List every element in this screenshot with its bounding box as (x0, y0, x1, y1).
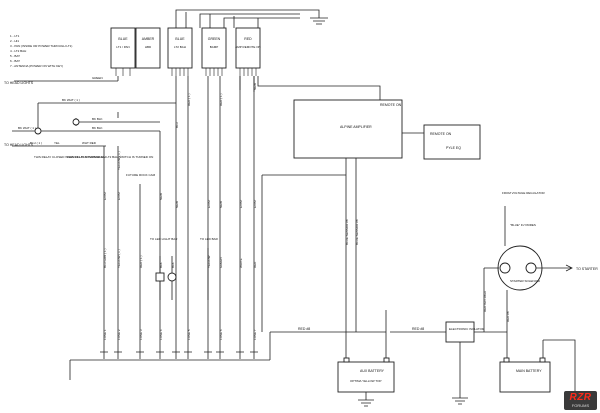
future-label: FUTURE ROCK CAM (126, 173, 156, 177)
wire-label: BK WHT ( 1 ) (62, 98, 80, 102)
legend: 1 - LT1 2 - HI1 3 - PAN (INSIDE OR POWER… (10, 34, 72, 68)
fuse-label: FUSE 2 (117, 329, 121, 340)
switch-label: LT1 / PAN (116, 45, 129, 49)
amplifier: REMOTE ON ALPINE AMPLIFIER REMOTE ON PYL… (239, 76, 481, 332)
amp-remote-label: REMOTE ON (380, 103, 402, 107)
remote-eq-box (423, 124, 481, 160)
relay-note: THIS RELAY CLOSED WHEN LT1 PAN TURNED ON (34, 155, 106, 159)
fuse-label: FUSE 3 (139, 329, 143, 340)
to-head-lights: TO HEAD LIGHTS (4, 143, 34, 147)
wire-label: YELLOW ( 1 ) (117, 249, 121, 268)
legend-item: 3 - PAN (INSIDE OR POWER THROUGH LT1) (10, 44, 72, 48)
power-system: RED #8 AUX BATTERY OPTIMA YELLOW TOP RED… (270, 191, 598, 407)
voltage-reg-label: FROM VOLTAGE REGULATOR (502, 191, 545, 195)
switch-label: LT2 BAH (174, 45, 186, 49)
wire-label: NEW (175, 201, 179, 208)
legend-item: 5 - BAT (10, 54, 20, 58)
switch-color: GREEN (208, 37, 221, 41)
flywires-label: "BLUE" FLYWIRES (510, 223, 536, 227)
fuse-label: FUSE 1 (103, 329, 107, 340)
wire-label: EXIST (207, 199, 211, 208)
wire-label: BLU GRN ( 1 ) (103, 248, 107, 268)
wire-label: RED #8 (506, 311, 510, 322)
legend-item: 2 - HI1 (10, 39, 19, 43)
main-battery (499, 361, 551, 393)
legend-item: 7 - ANTENNA (POWER ON WITH KEY) (10, 64, 63, 68)
logo-text: RZR (569, 392, 592, 403)
aux-battery-sub: OPTIMA YELLOW TOP (350, 379, 382, 383)
wire-label: EXIST (239, 199, 243, 208)
wire-label: RED #8 (412, 327, 424, 331)
led-label: TO LED BAR (200, 237, 219, 241)
legend-item: 4 - LT2 BAH (10, 49, 26, 53)
logo-sub: FORUMS (571, 403, 590, 408)
switch-color: BLUE (118, 37, 128, 41)
to-head-lights: TO HEAD LIGHTS (4, 81, 34, 85)
switch-color: BLUE (175, 37, 185, 41)
switch-panel: BLUE LT1 / PAN AMBER HBD BLUE LT2 BAH GR… (110, 9, 328, 76)
harness: FUTURE ROCK CAM TO LED LIGHT BAR TO LED … (69, 76, 271, 380)
switch-label: HBD (145, 45, 152, 49)
wire-label: BLK (171, 262, 175, 268)
switch-color: AMBER (142, 37, 155, 41)
legend-item: 6 - BAT (10, 59, 20, 63)
remote-label: REMOTE ON (430, 132, 452, 136)
remote-sub: PYLE EQ (446, 146, 461, 150)
fuse-label: FUSE 7 (253, 329, 257, 340)
wire-label: YELLOW ( 1 ) (117, 151, 121, 170)
wire-label: WHITE (239, 258, 243, 268)
switch-bamp (201, 27, 227, 69)
fuse-label: FUSE 6 (219, 329, 223, 340)
fuse-label: FUSE 4 (159, 329, 163, 340)
to-starter: TO STARTER (576, 267, 598, 271)
aux-battery-label: AUX BATTERY (360, 369, 385, 373)
wire-label: NEW (253, 83, 257, 90)
fuse-row: FUSE 1 FUSE 2 FUSE 3 FUSE 4 FUSE 5 FUSE … (69, 329, 271, 380)
wire-label: GREEN (92, 76, 103, 80)
wire-label: NEW (219, 201, 223, 208)
wire-label: RED ( 1 ) (139, 255, 143, 268)
fuse-label: FUSE 5 (187, 329, 191, 340)
wire-label: EXIST (253, 199, 257, 208)
wire-label: RED ( 1 ) (187, 93, 191, 106)
wire-label: NEW (159, 193, 163, 200)
led-label: TO LED LIGHT BAR (150, 237, 178, 241)
wire-label: BK BLK (92, 117, 103, 121)
solenoid-label: STARTER SOLENOID (510, 279, 541, 283)
wire-label: BLUE SENSOR #8 (355, 219, 359, 245)
switch-label: AMP REMOTE ON (235, 45, 260, 49)
isolator-label: ELECTRONIC ISOLATOR (449, 327, 485, 331)
wire-label: EXIST (103, 191, 107, 200)
wire-label: RED ( 1 ) (219, 93, 223, 106)
wire-label: RED #8 (298, 327, 310, 331)
wire-label: BLK (159, 262, 163, 268)
wire-label: BLU ( 1 ) (30, 141, 42, 145)
wire-label: BLU (175, 122, 179, 128)
main-battery-label: MAIN BATTERY (516, 369, 542, 373)
switch-label: BAMP (210, 45, 219, 49)
wire-label: BK BLK (92, 126, 103, 130)
wire-label: YELLOW (207, 255, 211, 268)
legend-item: 1 - LT1 (10, 34, 20, 38)
switch-hbd (135, 27, 161, 69)
switch-lt1-pan (110, 27, 136, 69)
amplifier-box (293, 99, 403, 159)
wire-label: RED (253, 261, 257, 268)
wire-label: GREEN (219, 257, 223, 268)
wire-label: YEL (54, 141, 60, 145)
rzr-forums-logo: RZR FORUMS (564, 391, 597, 410)
left-wiring: TO HEAD LIGHTS TO HEAD LIGHTS GREEN BK W… (4, 76, 176, 159)
wire-label: EXIST (117, 191, 121, 200)
amp-title: ALPINE AMPLIFIER (340, 125, 372, 129)
wire-label: WHT RED (82, 141, 97, 145)
wire-label: BLUE SENSOR #8 (345, 219, 349, 245)
wire-label: RED IGN 10GA (483, 291, 487, 312)
switch-color: RED (244, 37, 252, 41)
aux-battery (337, 361, 395, 393)
relay-note: THIS RELAY OPENS WHEN LT2 BAH SWITCH IS … (67, 155, 153, 159)
wire-label: BK WHT ( 1 ) (18, 126, 36, 130)
electronic-isolator (445, 321, 475, 343)
